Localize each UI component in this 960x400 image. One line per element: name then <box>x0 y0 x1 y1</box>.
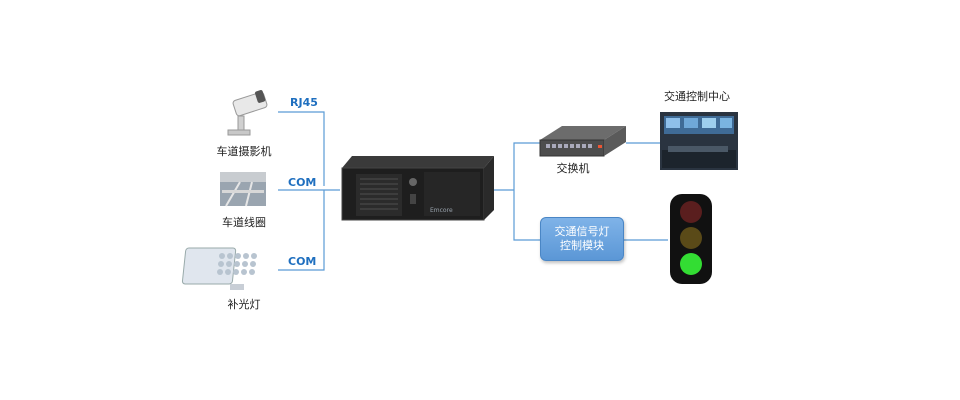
yellow-light <box>680 227 702 249</box>
link-camera <box>278 111 325 186</box>
traffic-light-icon <box>670 194 712 284</box>
link-switch <box>513 142 540 190</box>
camera-icon <box>227 90 268 136</box>
connection-lines <box>278 111 668 271</box>
label-light: 补光灯 <box>227 298 261 311</box>
red-light <box>680 201 702 223</box>
signal-module-label-line2: 控制模块 <box>560 239 604 252</box>
server-brand: Emcore <box>430 207 453 214</box>
switch-icon <box>539 126 626 157</box>
green-light <box>680 253 702 275</box>
port-label-light: COM <box>288 255 317 268</box>
label-control-center: 交通控制中心 <box>664 90 730 103</box>
port-label-camera: RJ45 <box>290 96 318 109</box>
port-label-loop: COM <box>288 176 317 189</box>
signal-control-module: 交通信号灯 控制模块 <box>540 217 624 261</box>
industrial-pc-icon: Emcore <box>341 156 494 221</box>
loop-photo-icon <box>220 172 266 207</box>
fill-light-icon <box>181 247 257 290</box>
link-module <box>513 190 540 241</box>
label-switch: 交换机 <box>556 162 590 175</box>
control-center-photo-icon <box>660 112 738 170</box>
signal-module-label-line1: 交通信号灯 <box>554 225 610 238</box>
label-camera: 车道摄影机 <box>216 145 272 158</box>
link-light <box>278 190 325 271</box>
label-loop: 车道线圈 <box>222 216 266 229</box>
